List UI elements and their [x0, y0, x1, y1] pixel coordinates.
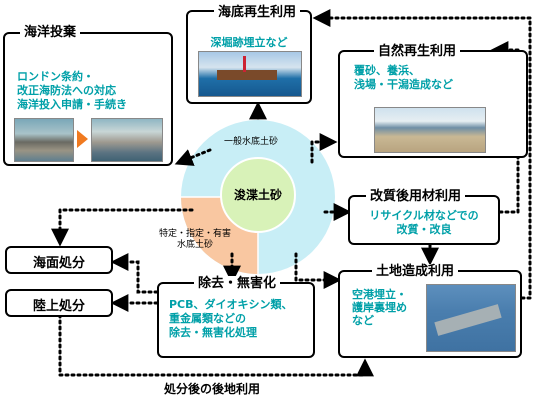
land-creation-line-1: 空港埋立・: [352, 288, 407, 301]
nature-reuse-title: 自然再生利用: [374, 44, 461, 60]
ocean-dumping-text: ロンドン条約・ 改正海防法への対応 海洋投入申請・手続き: [17, 70, 127, 112]
improved-material-line-2: 改質・改良: [396, 223, 452, 236]
arrow-to-nature: [310, 133, 338, 164]
sea-disposal-title: 海面処分: [32, 256, 85, 271]
special-sediment-label: 特定・指定・有害 水底土砂: [156, 229, 234, 251]
ocean-dumping-line-1: ロンドン条約・: [17, 70, 94, 83]
seabed-reuse-title: 海底再生利用: [214, 5, 301, 21]
barge-photo-1: [14, 118, 74, 162]
nature-reuse-line-1: 覆砂、養浜、: [354, 64, 420, 77]
improved-material-title: 改質後用材利用: [366, 189, 466, 205]
removal-text: PCB、ダイオキシン類、 重金属類などの 除去・無害化処理: [169, 298, 293, 340]
special-sediment-line-1: 特定・指定・有害: [158, 229, 231, 239]
removal-line-1: PCB、ダイオキシン類、: [169, 298, 293, 311]
center-circle: [181, 120, 335, 274]
ocean-dumping-line-3: 海洋投入申請・手続き: [17, 98, 127, 111]
barge-photo-2: [91, 118, 163, 162]
land-creation-box: 空港埋立・ 護岸裏埋め など: [338, 270, 522, 358]
center-title: 浚渫土砂: [233, 188, 282, 202]
sea-disposal-box: 海面処分: [5, 246, 113, 274]
land-creation-text: 空港埋立・ 護岸裏埋め など: [352, 288, 407, 327]
arrow-post-disposal: [58, 313, 374, 377]
arrow-to-sea-disposal: [51, 208, 194, 247]
nature-reuse-box: 覆砂、養浜、 浅場・干潟造成など: [338, 50, 528, 158]
arrow-to-land-creation: [294, 252, 342, 289]
ocean-dumping-line-2: 改正海防法への対応: [17, 84, 116, 97]
removal-title: 除去・無害化: [194, 276, 281, 292]
beach-photo: [374, 107, 486, 153]
land-creation-line-2: 護岸裏埋め: [352, 301, 407, 314]
removal-line-2: 重金属類などの: [169, 312, 246, 325]
improved-material-line-1: リサイクル材などでの: [369, 209, 479, 222]
improved-material-text: リサイクル材などでの 改質・改良: [350, 209, 498, 237]
airport-photo: [426, 284, 516, 352]
dredger-crane: [243, 56, 246, 72]
special-sediment-line-2: 水底土砂: [176, 240, 213, 250]
arrow-removal-to-sea: [110, 253, 159, 294]
post-disposal-label: 処分後の後地利用: [164, 382, 261, 396]
orange-right-arrow-icon: [77, 130, 88, 148]
seabed-reuse-box: 深堀跡埋立など: [186, 10, 312, 104]
dredger-hull: [217, 70, 277, 80]
ocean-dumping-box: ロンドン条約・ 改正海防法への対応 海洋投入申請・手続き: [3, 32, 173, 166]
land-creation-title: 土地造成利用: [372, 264, 459, 280]
removal-line-3: 除去・無害化処理: [169, 326, 257, 339]
airport-island: [434, 304, 502, 336]
ocean-dumping-title: 海洋投棄: [20, 25, 81, 41]
nature-reuse-line-2: 浅場・干潟造成など: [354, 78, 453, 91]
seabed-reuse-text: 深堀跡埋立など: [210, 36, 288, 49]
nature-reuse-text: 覆砂、養浜、 浅場・干潟造成など: [354, 64, 453, 92]
removal-box: PCB、ダイオキシン類、 重金属類などの 除去・無害化処理: [157, 282, 315, 358]
land-disposal-title: 陸上処分: [32, 299, 85, 314]
dredger-photo: [198, 51, 302, 97]
land-disposal-box: 陸上処分: [5, 289, 113, 317]
general-sediment-label: 一般水底土砂: [224, 137, 279, 147]
land-creation-line-3: など: [352, 314, 374, 327]
arrow-to-ocean-dumping: [174, 148, 212, 166]
